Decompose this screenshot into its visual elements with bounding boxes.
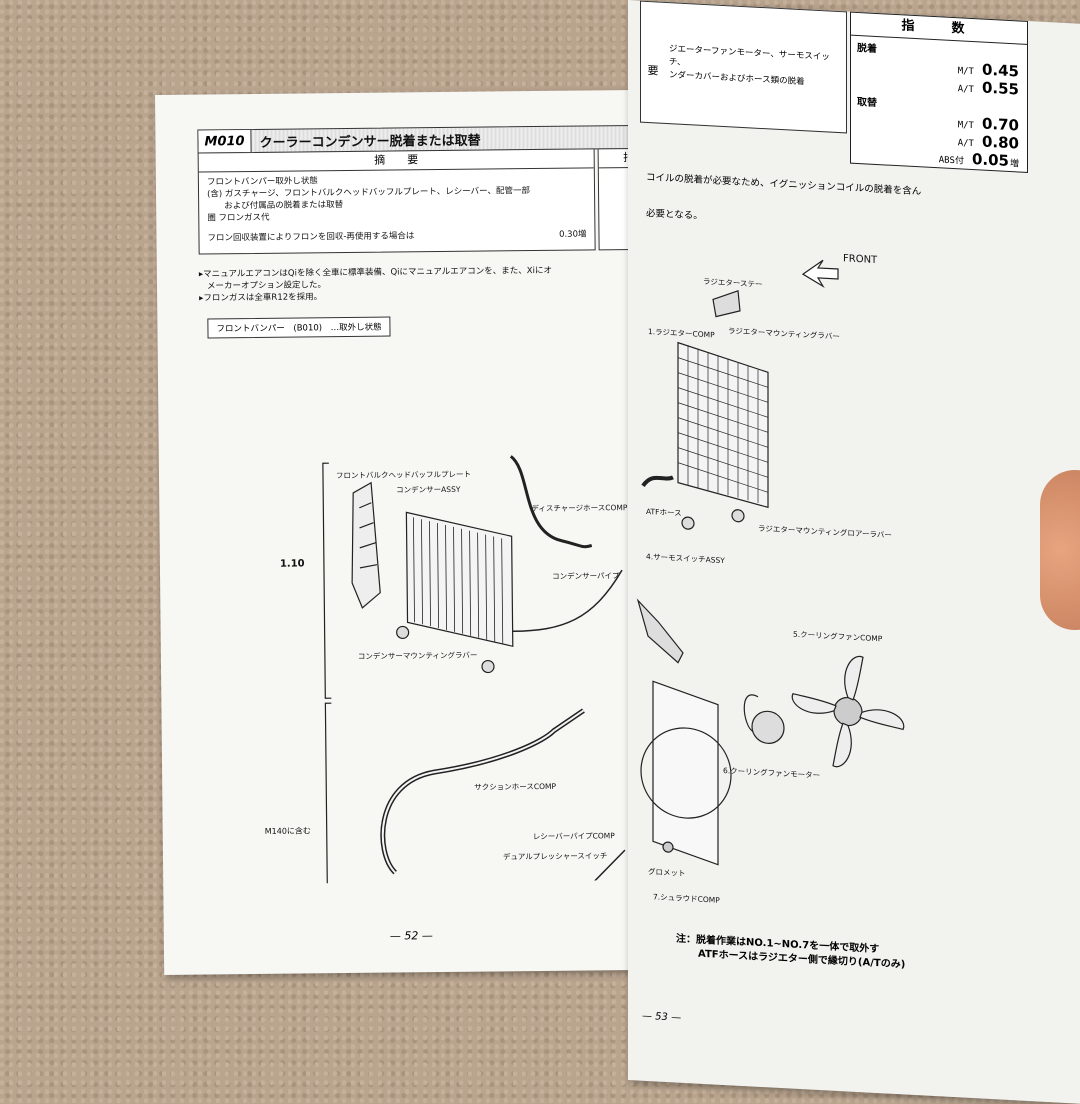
condenser-label: コンデンサーASSY	[396, 484, 461, 495]
right-note: 注：脱着作業はNO.1~NO.7を一体で取外す ATFホースはラジエター側で縁切…	[676, 933, 905, 973]
notes: ▸マニュアルエアコンはQiを除く全車に標準装備、Qiにマニュアルエアコンを、また…	[199, 264, 659, 305]
section-code: M010	[198, 129, 252, 153]
right-summary-box: 要 ジエーターファンモーター、サーモスイッチ、 ンダーカバーおよびホース類の脱着	[640, 0, 847, 134]
summary-line: 圏 フロンガス代	[207, 212, 270, 224]
summary-extra-value: 0.30増	[558, 229, 587, 240]
section-title: クーラーコンデンサー脱着または取替	[259, 133, 481, 151]
discharge-hose-label: ディスチャージホースCOMP	[531, 503, 628, 514]
ref-m140: M140に含む	[264, 826, 311, 836]
dual-switch-label: デュアルプレッシャースイッチ	[502, 851, 608, 862]
radiator-diagram-svg	[636, 259, 905, 866]
page-number: — 52 —	[389, 929, 433, 943]
suction-hose-label: サクションホースCOMP	[474, 781, 557, 792]
right-summary-body: ジエーターファンモーター、サーモスイッチ、 ンダーカバーおよびホース類の脱着	[641, 2, 846, 92]
mount-rubber-label: コンデンサーマウンティングラバー	[357, 650, 478, 661]
thumb	[1040, 470, 1080, 630]
condenser-diagram-svg	[322, 455, 626, 983]
summary-extra: フロン回収装置によりフロンを回収-再使用する場合は 0.30増	[207, 228, 586, 244]
atf-hose-label: ATFホース	[646, 506, 682, 518]
right-summary-header: 要	[647, 64, 659, 78]
front-label: FRONT	[843, 253, 878, 267]
summary-box: 摘 要 フロントバンパー取外し状態 (含) ガスチャージ、フロントバルクヘッドバ…	[197, 148, 596, 255]
summary-extra-label: フロン回収装置によりフロンを回収-再使用する場合は	[207, 231, 415, 244]
right-page: 要 ジエーターファンモーター、サーモスイッチ、 ンダーカバーおよびホース類の脱着…	[628, 0, 1080, 1104]
grommet-label: グロメット	[648, 867, 686, 879]
left-page: M010 クーラーコンデンサー脱着または取替 摘 要 フロントバンパー取外し状態…	[155, 89, 670, 983]
baffle-label: フロントバルクヘッドバッフルプレート	[335, 469, 472, 481]
receiver-pipe-label: レシーバーパイプCOMP	[532, 831, 615, 842]
condenser-pipe-label: コンデンサーパイプ	[552, 571, 620, 581]
radiator-diagram: FRONT ラジエターステー 1.ラジエターCOMP ラジエターマウンティングラ…	[628, 180, 1048, 932]
ref-1-10: 1.10	[279, 558, 305, 570]
summary-body: フロントバンパー取外し状態 (含) ガスチャージ、フロントバルクヘッドバッフルプ…	[199, 168, 595, 248]
condenser-diagram: 1.10 M140に含む フロントバルクヘッドバッフルプレート コンデンサーAS…	[200, 330, 646, 983]
right-page-number: — 53 —	[642, 1010, 682, 1024]
